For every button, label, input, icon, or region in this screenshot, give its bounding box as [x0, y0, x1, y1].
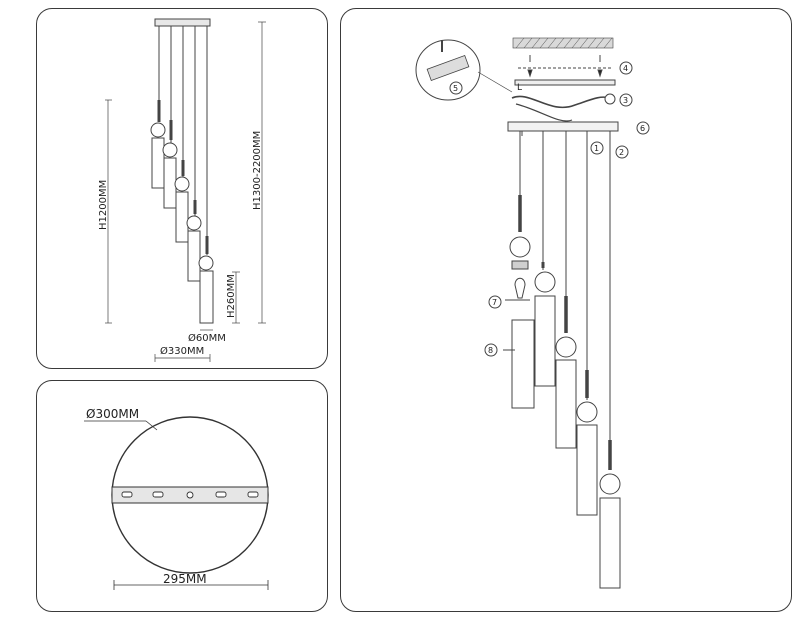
callout-8: 8 [488, 346, 493, 355]
callout-4: 4 [623, 64, 628, 73]
callout-7: 7 [492, 298, 497, 307]
height-1200-label: H1200MM [98, 180, 109, 230]
callout-6: 6 [640, 124, 645, 133]
callout-5: 5 [453, 84, 458, 93]
shade-height-label: H260MM [226, 274, 237, 318]
wire-l-label: L [517, 83, 522, 93]
callout-1: 1 [594, 144, 599, 153]
hole-spacing-label: 295MM [163, 572, 207, 586]
mounting-plate-drawing [84, 416, 269, 590]
assembly-drawing [415, 37, 650, 589]
height-range-label: H1300-2200MM [252, 131, 263, 210]
pendant-lamp-dimension-drawing [105, 18, 266, 362]
callout-2: 2 [619, 148, 624, 157]
canopy-diameter-label: Ø330MM [160, 345, 204, 357]
callout-3: 3 [623, 96, 628, 105]
plate-diameter-label: Ø300MM [86, 407, 139, 421]
shade-diameter-label: Ø60MM [188, 332, 226, 344]
